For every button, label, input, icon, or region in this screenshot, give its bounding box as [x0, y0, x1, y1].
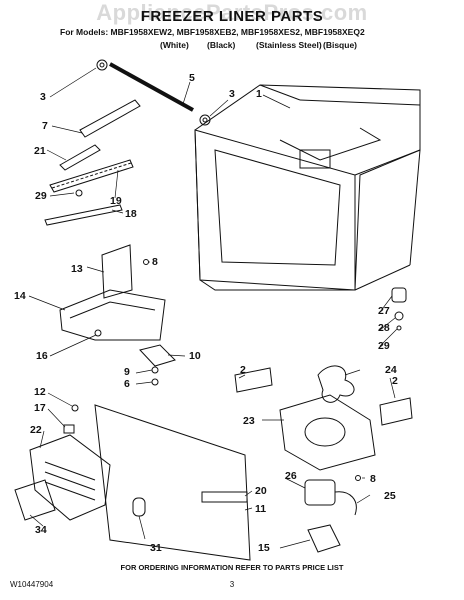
- part-27: [391, 287, 407, 303]
- rail-7: [79, 99, 141, 138]
- callout-1: 1: [256, 88, 262, 100]
- callout-17: 17: [34, 402, 46, 414]
- callout-21: 21: [34, 145, 46, 157]
- callout-29: 29: [378, 340, 390, 352]
- guide-18: [44, 204, 123, 226]
- nut-right-hole: [202, 117, 208, 123]
- cover-34: [14, 479, 56, 521]
- clip-17: [63, 424, 75, 434]
- callout-18: 18: [125, 208, 137, 220]
- nut-left: [96, 59, 108, 71]
- tray-14: [59, 289, 166, 341]
- slide-19: [49, 159, 134, 193]
- doc-number: W10447904: [10, 580, 54, 589]
- duct-11: [94, 404, 251, 561]
- freezer-liner: [194, 84, 421, 291]
- bracket-15: [307, 524, 341, 553]
- variant-black: (Black): [207, 40, 236, 50]
- clip-16: [94, 329, 102, 337]
- pad-2-left: [234, 367, 273, 393]
- fan-blade-24: [317, 365, 355, 403]
- seal-20: [201, 491, 248, 503]
- leader-lines: [28, 67, 398, 549]
- callout-26: 26: [285, 470, 297, 482]
- models-line: For Models: MBF1958XEW2, MBF1958XEB2, MB…: [60, 27, 365, 37]
- page-title: FREEZER LINER PARTS: [140, 8, 324, 25]
- watermark: AppliancePartsPros.com: [96, 0, 368, 25]
- ordering-note: FOR ORDERING INFORMATION REFER TO PARTS …: [120, 563, 344, 572]
- fan-housing-23: [279, 394, 376, 471]
- callout-20: 20: [255, 485, 267, 497]
- part-9: [151, 366, 159, 374]
- plate-10: [139, 344, 176, 367]
- screw-32: [75, 189, 83, 197]
- callout-25: 25: [384, 490, 396, 502]
- callout-32: 29: [35, 190, 47, 202]
- nut-left-hole: [99, 62, 105, 68]
- callout-15: 15: [258, 542, 270, 554]
- callout-8-lower: 8: [370, 473, 376, 485]
- callout-2-right: 2: [392, 375, 398, 387]
- wire-25: [334, 491, 357, 516]
- callout-34: 34: [35, 524, 47, 536]
- callout-7: 7: [42, 120, 48, 132]
- variant-stainless: (Stainless Steel): [256, 40, 322, 50]
- callout-12: 12: [34, 386, 46, 398]
- pad-2-right: [379, 397, 413, 426]
- screw-8-upper: [143, 259, 149, 265]
- callout-11: 11: [255, 503, 267, 515]
- page-number: 3: [229, 580, 235, 589]
- screw-12: [71, 404, 79, 412]
- nut-right: [199, 114, 211, 126]
- callout-31: 31: [150, 542, 162, 554]
- part-29: [396, 325, 402, 331]
- callout-6: 6: [124, 378, 130, 390]
- support-rod: [109, 62, 194, 112]
- motor-26: [304, 479, 336, 506]
- callout-23: 23: [243, 415, 255, 427]
- callout-5: 5: [189, 72, 195, 84]
- variant-bisque: (Bisque): [323, 40, 357, 50]
- callout-3-right: 3: [229, 88, 235, 100]
- callout-2-left: 2: [240, 364, 246, 376]
- part-6: [151, 378, 159, 386]
- callout-14: 14: [14, 290, 26, 302]
- callout-16: 16: [36, 350, 48, 362]
- callout-22: 22: [30, 424, 42, 436]
- slide-21: [59, 144, 101, 171]
- variant-white: (White): [160, 40, 189, 50]
- callout-9: 9: [124, 366, 130, 378]
- grille-22: [29, 434, 111, 521]
- callout-13: 13: [71, 263, 83, 275]
- callout-3-left: 3: [40, 91, 46, 103]
- callout-19: 19: [110, 195, 122, 207]
- part-31: [132, 497, 146, 517]
- callout-10: 10: [189, 350, 201, 362]
- callout-8-upper: 8: [152, 256, 158, 268]
- callout-27: 27: [378, 305, 390, 317]
- bracket-13: [101, 244, 133, 299]
- callout-28: 28: [378, 322, 390, 334]
- part-28: [394, 311, 404, 321]
- callout-24: 24: [385, 364, 397, 376]
- screw-8-lower: [355, 475, 361, 481]
